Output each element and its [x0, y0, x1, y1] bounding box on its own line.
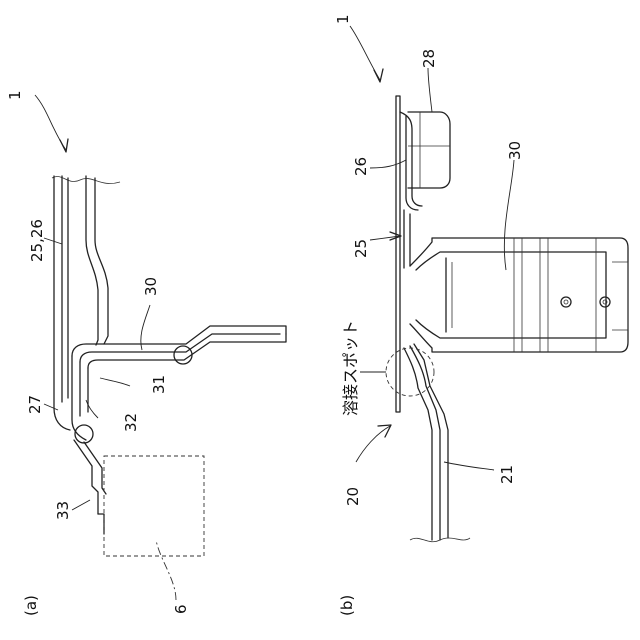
- bracket-33-inner: [84, 442, 106, 494]
- member-21-inner: [414, 344, 448, 538]
- leader-30a: [141, 305, 150, 350]
- label-33: 33: [54, 501, 72, 520]
- label-31: 31: [150, 375, 168, 394]
- channel-lip: [612, 262, 628, 330]
- caption-a: (a): [22, 595, 40, 616]
- assembly-arrowhead-a: [60, 139, 68, 152]
- label-25-26: 25,26: [28, 219, 46, 262]
- label-30a: 30: [142, 277, 160, 296]
- label-32: 32: [122, 413, 140, 432]
- panel-a-labels: 1 25,26 30 27 31 32 33 6 (a): [6, 90, 190, 616]
- member-26-step: [86, 176, 98, 345]
- top-plate-b: [396, 96, 400, 412]
- label-20: 20: [344, 487, 362, 506]
- panel-a-drawing: [35, 95, 286, 600]
- hole-2: [600, 297, 610, 307]
- leader-33: [72, 500, 90, 510]
- label-spot-weld: 溶接スポット: [341, 320, 360, 416]
- hole-1: [561, 297, 571, 307]
- leader-31: [100, 378, 130, 386]
- label-21: 21: [498, 465, 516, 484]
- bracket-26: [400, 112, 422, 206]
- panel-b-drawing: [350, 26, 628, 542]
- label-27: 27: [26, 395, 44, 414]
- caption-b: (b): [338, 595, 356, 616]
- label-25b: 25: [352, 239, 370, 258]
- weld-circle-a1: [174, 346, 192, 364]
- bracket-33-bottom: [98, 514, 104, 534]
- label-assembly-b: 1: [334, 14, 352, 24]
- label-28: 28: [420, 49, 438, 68]
- leader-28: [428, 68, 432, 112]
- bracket-30-mid: [80, 334, 280, 362]
- member-26-step-inner: [95, 178, 108, 344]
- label-26b: 26: [352, 157, 370, 176]
- label-assembly-a: 1: [6, 90, 24, 100]
- hole-1-inner: [564, 300, 568, 304]
- member-21-mid: [410, 346, 440, 540]
- leader-30b: [504, 160, 514, 270]
- panel-b-labels: 1 28 26 30 25 溶接スポット 20 21 (b): [334, 14, 524, 616]
- channel-30-outer: [410, 238, 628, 352]
- leader-27: [44, 404, 58, 410]
- bracket-33-outer: [74, 440, 98, 514]
- block-28: [408, 112, 450, 188]
- label-30b: 30: [506, 141, 524, 160]
- component-6-outline: [104, 456, 204, 556]
- leader-21: [444, 462, 494, 470]
- channel-30-inner: [416, 252, 606, 338]
- flange-31: [72, 356, 86, 440]
- label-6: 6: [172, 604, 190, 614]
- leader-20: [356, 426, 390, 462]
- leader-6: [156, 540, 176, 600]
- leader-25-26: [44, 238, 62, 244]
